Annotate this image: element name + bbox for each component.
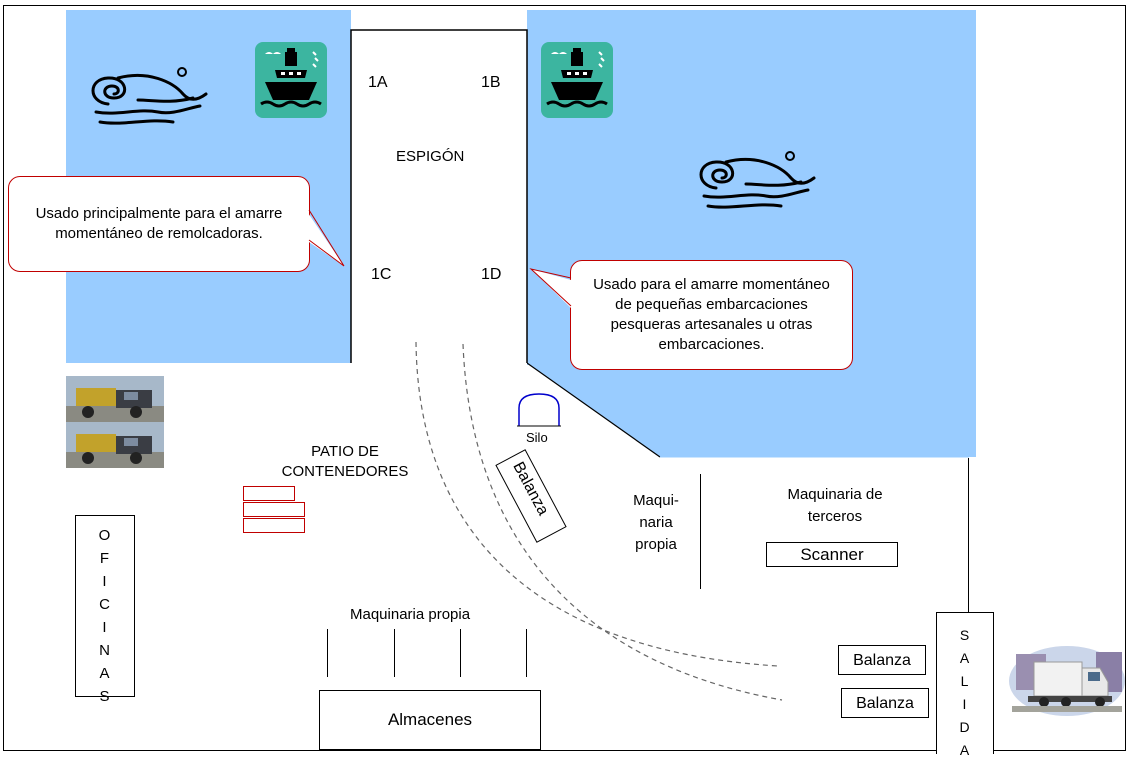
wave-icon xyxy=(91,67,208,125)
salida-letter: I xyxy=(962,696,968,712)
berth-1b-label: 1B xyxy=(481,74,501,91)
balanza-2-label: Balanza xyxy=(856,695,914,712)
oficinas-letter: N xyxy=(99,642,111,659)
wave-icon xyxy=(699,151,816,209)
callout-right-text: Usado para el amarre momentáneo de peque… xyxy=(593,276,830,353)
callout-right: Usado para el amarre momentáneo de peque… xyxy=(570,260,853,370)
balanza-box-1: Balanza xyxy=(838,645,926,675)
silo-label: Silo xyxy=(526,430,548,445)
almacenes-building: Almacenes xyxy=(319,690,541,750)
truck-photo xyxy=(1009,646,1125,716)
ship-icon xyxy=(255,42,327,118)
berth-1c-label: 1C xyxy=(371,266,392,283)
patio-contenedores-label: PATIO DE CONTENEDORES xyxy=(281,443,409,480)
maquinaria-propia-label: Maquinaria propia xyxy=(350,606,471,623)
machinery-post xyxy=(327,629,328,677)
balanza-1-label: Balanza xyxy=(853,652,911,669)
oficinas-letters: O F I C I N A S xyxy=(76,526,134,707)
maquinaria-propia-short-label: Maqui- naria propia xyxy=(633,492,679,553)
container-icon xyxy=(243,518,305,533)
salida-letters: S A L I D A xyxy=(937,625,993,760)
machinery-post xyxy=(394,629,395,677)
oficinas-letter: I xyxy=(102,573,108,590)
pier-label: ESPIGÓN xyxy=(396,148,465,165)
almacenes-label: Almacenes xyxy=(387,710,473,729)
salida-letter: A xyxy=(959,742,971,758)
salida-letter: D xyxy=(959,719,971,735)
callout-left: Usado principalmente para el amarre mome… xyxy=(8,176,310,272)
diagram-frame xyxy=(3,5,1126,751)
berth-1a-label: 1A xyxy=(368,74,388,91)
boundary-line xyxy=(968,458,969,612)
salida-gate: S A L I D A xyxy=(936,612,994,758)
ship-icon xyxy=(541,42,613,118)
scanner-label: Scanner xyxy=(800,545,864,564)
silo-icon xyxy=(517,393,561,427)
divider-line xyxy=(700,474,701,589)
salida-letter: A xyxy=(959,650,971,666)
container-icon xyxy=(243,486,295,501)
oficinas-building: O F I C I N A S xyxy=(75,515,135,705)
oficinas-letter: S xyxy=(99,688,111,705)
scanner-box: Scanner xyxy=(766,542,898,567)
oficinas-letter: O xyxy=(98,527,112,544)
oficinas-letter: C xyxy=(99,596,111,613)
salida-letter: S xyxy=(959,627,971,643)
berth-1d-label: 1D xyxy=(481,266,502,283)
salida-letter: L xyxy=(960,673,970,689)
oficinas-letter: A xyxy=(99,665,111,682)
callout-right-tail xyxy=(529,268,572,308)
oficinas-letter: I xyxy=(102,619,108,636)
machinery-post xyxy=(526,629,527,677)
container-icon xyxy=(243,502,305,517)
machinery-post xyxy=(460,629,461,677)
truck-photo xyxy=(66,376,164,468)
balanza-box-2: Balanza xyxy=(841,688,929,718)
maquinaria-terceros-label: Maquinaria de terceros xyxy=(787,486,883,525)
oficinas-letter: F xyxy=(99,550,111,567)
callout-left-tail xyxy=(306,209,345,267)
callout-left-text: Usado principalmente para el amarre mome… xyxy=(35,205,283,242)
